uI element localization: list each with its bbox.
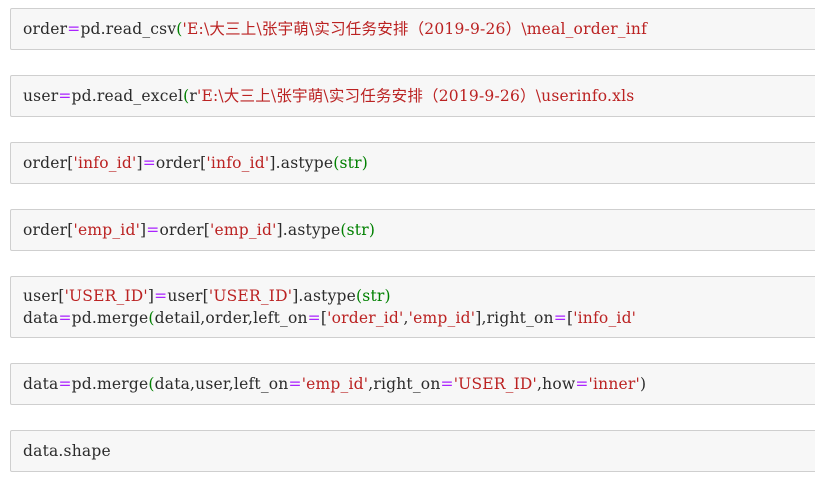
code-token-op: = [553, 309, 567, 327]
code-cell[interactable]: user=pd.read_excel(r'E:\大三上\张宇萌\实习任务安排（2… [10, 75, 815, 117]
code-token-fn: ( [356, 287, 363, 305]
code-token-op: = [58, 375, 72, 393]
code-token-str: 'order_id' [327, 309, 404, 327]
code-token-plain: ] [136, 154, 143, 172]
code-token-str: 'info_id' [73, 154, 137, 172]
code-token-plain: data,user,left_on [154, 375, 289, 393]
code-line: order['emp_id']=order['emp_id'].astype(s… [23, 219, 815, 241]
code-token-plain: order[ [159, 221, 210, 239]
code-token-str: 'info_id' [573, 309, 637, 327]
code-token-op: = [58, 87, 72, 105]
code-cell-input[interactable]: order['emp_id']=order['emp_id'].astype(s… [11, 210, 815, 250]
code-token-plain: pd.read_excel [71, 87, 184, 105]
code-line: user['USER_ID']=user['USER_ID'].astype(s… [23, 285, 815, 307]
code-token-str: 'E:\大三上\张宇萌\实习任务安排（2019-9-26）\meal_order… [182, 20, 648, 38]
code-cell-input[interactable]: order['info_id']=order['info_id'].astype… [11, 143, 815, 183]
code-token-str: 'USER_ID' [453, 375, 538, 393]
code-token-plain: ,right_on [368, 375, 441, 393]
code-cell[interactable]: user['USER_ID']=user['USER_ID'].astype(s… [10, 276, 815, 338]
code-token-plain: order [23, 20, 68, 38]
code-token-plain: [ [320, 309, 328, 327]
code-token-fn: ) [361, 154, 368, 172]
code-cell-input[interactable]: order=pd.read_csv('E:\大三上\张宇萌\实习任务安排（201… [11, 9, 815, 49]
notebook-container: order=pd.read_csv('E:\大三上\张宇萌\实习任务安排（201… [0, 8, 815, 486]
code-token-plain: ] [147, 287, 155, 305]
code-token-fn: ( [148, 375, 155, 393]
code-token-str: 'E:\大三上\张宇萌\实习任务安排（2019-9-26）\userinfo.x… [196, 87, 635, 105]
code-token-str: 'emp_id' [73, 221, 141, 239]
code-token-str: 'USER_ID' [64, 287, 148, 305]
code-token-plain: ].astype [269, 154, 334, 172]
code-cell-input[interactable]: data.shape [11, 431, 815, 471]
code-token-plain: detail,order,left_on [154, 309, 308, 327]
code-token-plain: pd.merge [71, 375, 149, 393]
code-token-plain: ) [639, 375, 647, 393]
code-token-plain: data.shape [23, 442, 111, 460]
code-token-fn: str [362, 287, 385, 305]
code-token-plain: ].astype [276, 221, 341, 239]
code-token-op: = [154, 287, 168, 305]
code-token-plain: r [189, 87, 197, 105]
code-token-plain: ,how [537, 375, 576, 393]
code-line: data.shape [23, 440, 815, 462]
code-token-op: = [58, 309, 72, 327]
code-token-fn: str [339, 154, 362, 172]
code-token-fn: ( [333, 154, 340, 172]
code-token-str: 'emp_id' [209, 221, 277, 239]
code-token-plain: data [23, 309, 59, 327]
code-token-plain: , [403, 309, 409, 327]
code-token-fn: ( [176, 20, 183, 38]
code-cell[interactable]: order['info_id']=order['info_id'].astype… [10, 142, 815, 184]
code-cell[interactable]: data.shape [10, 430, 815, 472]
code-token-op: = [67, 20, 81, 38]
code-token-fn: ) [384, 287, 391, 305]
code-cell-input[interactable]: data=pd.merge(data,user,left_on='emp_id'… [11, 364, 815, 404]
code-token-plain: user[ [167, 287, 209, 305]
code-cell-input[interactable]: user['USER_ID']=user['USER_ID'].astype(s… [11, 277, 815, 337]
code-token-str: 'USER_ID' [208, 287, 293, 305]
code-cell[interactable]: order['emp_id']=order['emp_id'].astype(s… [10, 209, 815, 251]
code-token-plain: pd.merge [71, 309, 149, 327]
code-line: data=pd.merge(data,user,left_on='emp_id'… [23, 373, 815, 395]
code-token-fn: str [346, 221, 369, 239]
code-token-op: = [288, 375, 302, 393]
code-token-plain: ] [140, 221, 147, 239]
code-token-op: = [307, 309, 321, 327]
code-token-str: 'inner' [588, 375, 640, 393]
code-token-plain: ],right_on [475, 309, 554, 327]
code-token-plain: ].astype [292, 287, 357, 305]
code-token-str: 'emp_id' [408, 309, 476, 327]
code-token-str: 'info_id' [206, 154, 270, 172]
code-token-fn: ( [148, 309, 155, 327]
code-token-plain: user [23, 87, 59, 105]
code-cell-input[interactable]: user=pd.read_excel(r'E:\大三上\张宇萌\实习任务安排（2… [11, 76, 815, 116]
code-line: user=pd.read_excel(r'E:\大三上\张宇萌\实习任务安排（2… [23, 85, 815, 107]
code-token-plain: order[ [23, 154, 74, 172]
code-token-str: 'emp_id' [301, 375, 369, 393]
code-token-plain: order[ [23, 221, 74, 239]
code-token-fn: ( [340, 221, 347, 239]
code-line: order['info_id']=order['info_id'].astype… [23, 152, 815, 174]
code-token-fn: ( [183, 87, 190, 105]
code-token-plain: user[ [23, 287, 65, 305]
code-token-plain: data [23, 375, 59, 393]
code-token-op: = [142, 154, 156, 172]
code-token-plain: [ [566, 309, 574, 327]
code-line: order=pd.read_csv('E:\大三上\张宇萌\实习任务安排（201… [23, 18, 815, 40]
code-token-op: = [146, 221, 160, 239]
code-token-plain: order[ [155, 154, 207, 172]
code-token-plain: pd.read_csv [80, 20, 177, 38]
code-line: data=pd.merge(detail,order,left_on=['ord… [23, 307, 815, 329]
code-cell[interactable]: order=pd.read_csv('E:\大三上\张宇萌\实习任务安排（201… [10, 8, 815, 50]
code-token-fn: ) [368, 221, 376, 239]
code-token-op: = [440, 375, 454, 393]
code-token-op: = [575, 375, 589, 393]
code-cell[interactable]: data=pd.merge(data,user,left_on='emp_id'… [10, 363, 815, 405]
